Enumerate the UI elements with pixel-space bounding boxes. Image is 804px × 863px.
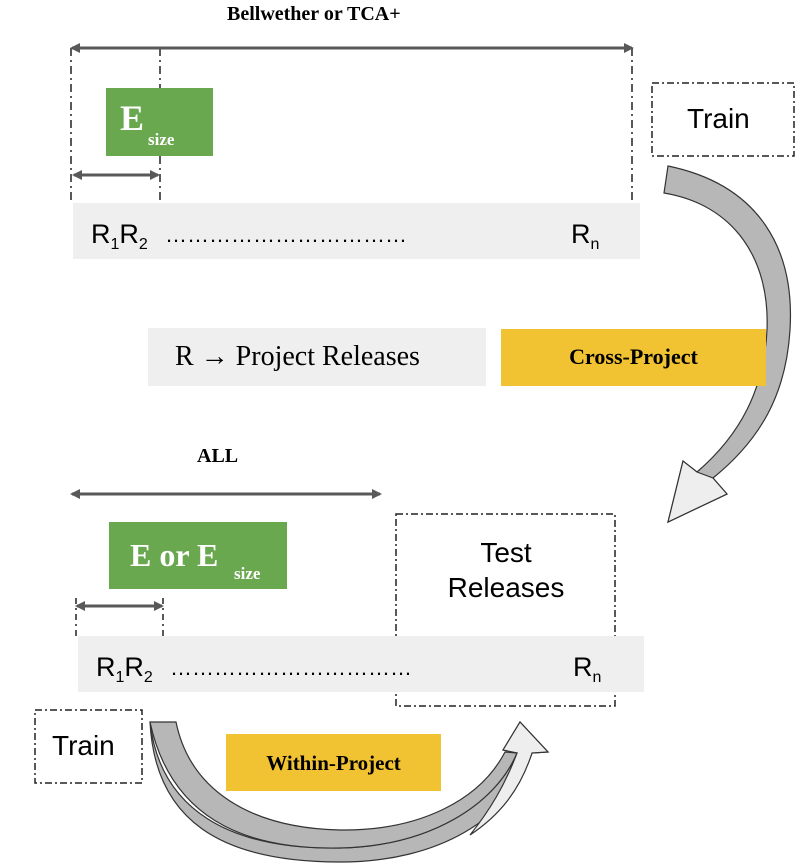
top-size-box-main: E <box>120 98 145 138</box>
top-releases-bar <box>73 203 640 259</box>
within-project-label: Within-Project <box>266 751 401 775</box>
bottom-title: ALL <box>197 445 239 467</box>
top-release-dots: …………………………… <box>165 222 407 247</box>
top-train-box <box>651 82 795 157</box>
test-line-2: Releases <box>447 572 565 603</box>
top-title: Bellwether or TCA+ <box>227 3 401 25</box>
test-releases-label: Test Releases <box>401 535 611 605</box>
bottom-releases-bar <box>78 636 644 692</box>
legend-box: R → Project Releases <box>148 328 486 386</box>
legend-text: R → Project Releases <box>175 341 420 372</box>
bottom-release-r1: R1R2 <box>96 652 153 686</box>
top-size-box: E size <box>106 88 213 156</box>
top-release-r1: R1R2 <box>91 219 148 253</box>
cross-project-label: Cross-Project <box>569 344 698 369</box>
test-line-1: Test <box>480 537 532 568</box>
within-project-tag: Within-Project <box>226 734 441 791</box>
top-size-box-sub: size <box>148 130 175 149</box>
bottom-size-box-sub: size <box>234 564 261 583</box>
bottom-release-rn: Rn <box>573 652 602 686</box>
top-train-label: Train <box>687 103 750 134</box>
bottom-release-dots: …………………………… <box>170 655 412 680</box>
bottom-size-box: E or E size <box>109 522 287 589</box>
cross-project-tag: Cross-Project <box>501 329 766 386</box>
top-release-rn: Rn <box>571 219 600 253</box>
test-releases-box <box>395 513 616 707</box>
bottom-train-label: Train <box>52 730 115 761</box>
bottom-size-box-main: E or E <box>130 537 219 573</box>
